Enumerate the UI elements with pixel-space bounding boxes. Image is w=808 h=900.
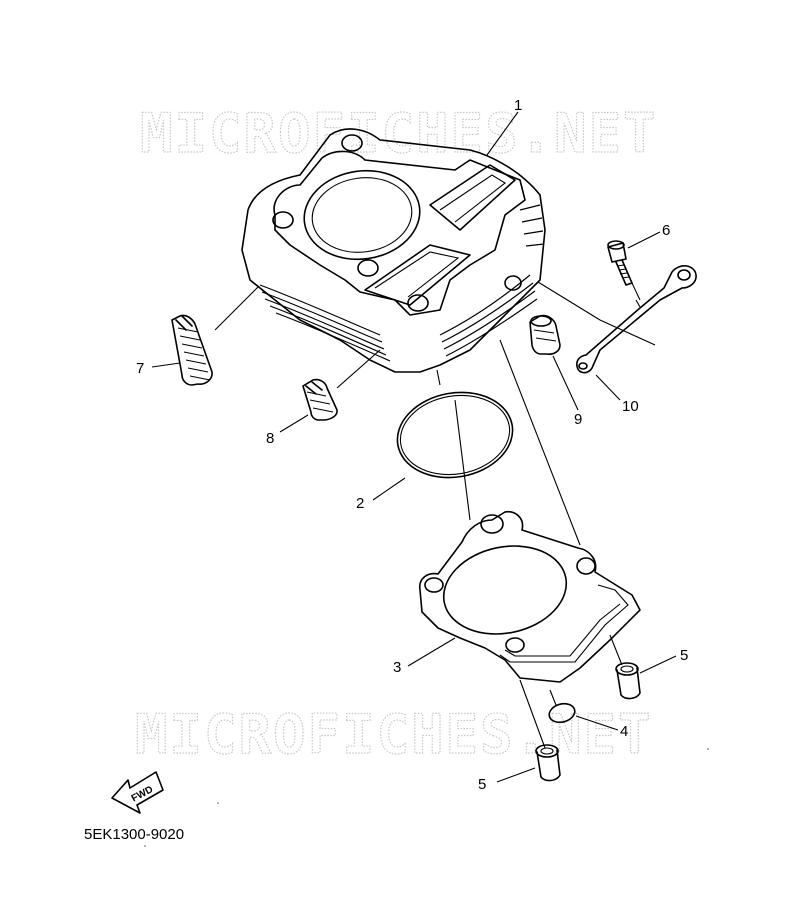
- diagram-code: 5EK1300-9020: [84, 826, 185, 843]
- watermark-top: MICROFICHES.NET: [140, 102, 658, 165]
- callout-6[interactable]: 6: [662, 222, 670, 239]
- callout-10[interactable]: 10: [622, 398, 639, 415]
- speck: [707, 748, 709, 750]
- callout-5-lower[interactable]: 5: [478, 776, 486, 793]
- collar-part[interactable]: [529, 314, 561, 355]
- callout-leaders: [151, 111, 677, 783]
- stud-bolt-long-part[interactable]: [171, 314, 213, 386]
- callout-4[interactable]: 4: [620, 723, 628, 740]
- dowel-pin-upper-part[interactable]: [615, 662, 641, 700]
- o-ring-small-part[interactable]: [547, 701, 577, 725]
- watermark-bottom: MICROFICHES.NET: [135, 703, 653, 766]
- callout-5-upper[interactable]: 5: [680, 647, 688, 664]
- assembly-lines: [214, 281, 656, 749]
- callout-9[interactable]: 9: [574, 411, 582, 428]
- fwd-arrow-icon: FWD: [111, 771, 164, 814]
- callout-8[interactable]: 8: [266, 430, 274, 447]
- speck: [144, 845, 146, 847]
- bolt-part[interactable]: [607, 240, 633, 286]
- callout-2[interactable]: 2: [356, 495, 364, 512]
- stud-bolt-short-part[interactable]: [302, 378, 338, 421]
- cylinder-gasket-part[interactable]: [418, 510, 641, 683]
- dowel-pin-lower-part[interactable]: [535, 744, 561, 782]
- callout-3[interactable]: 3: [393, 659, 401, 676]
- callout-1[interactable]: 1: [514, 97, 522, 114]
- bracket-part[interactable]: [576, 265, 697, 374]
- callout-7[interactable]: 7: [136, 360, 144, 377]
- speck: [217, 802, 219, 804]
- cylinder-part[interactable]: [241, 128, 546, 373]
- o-ring-large-part[interactable]: [391, 384, 520, 487]
